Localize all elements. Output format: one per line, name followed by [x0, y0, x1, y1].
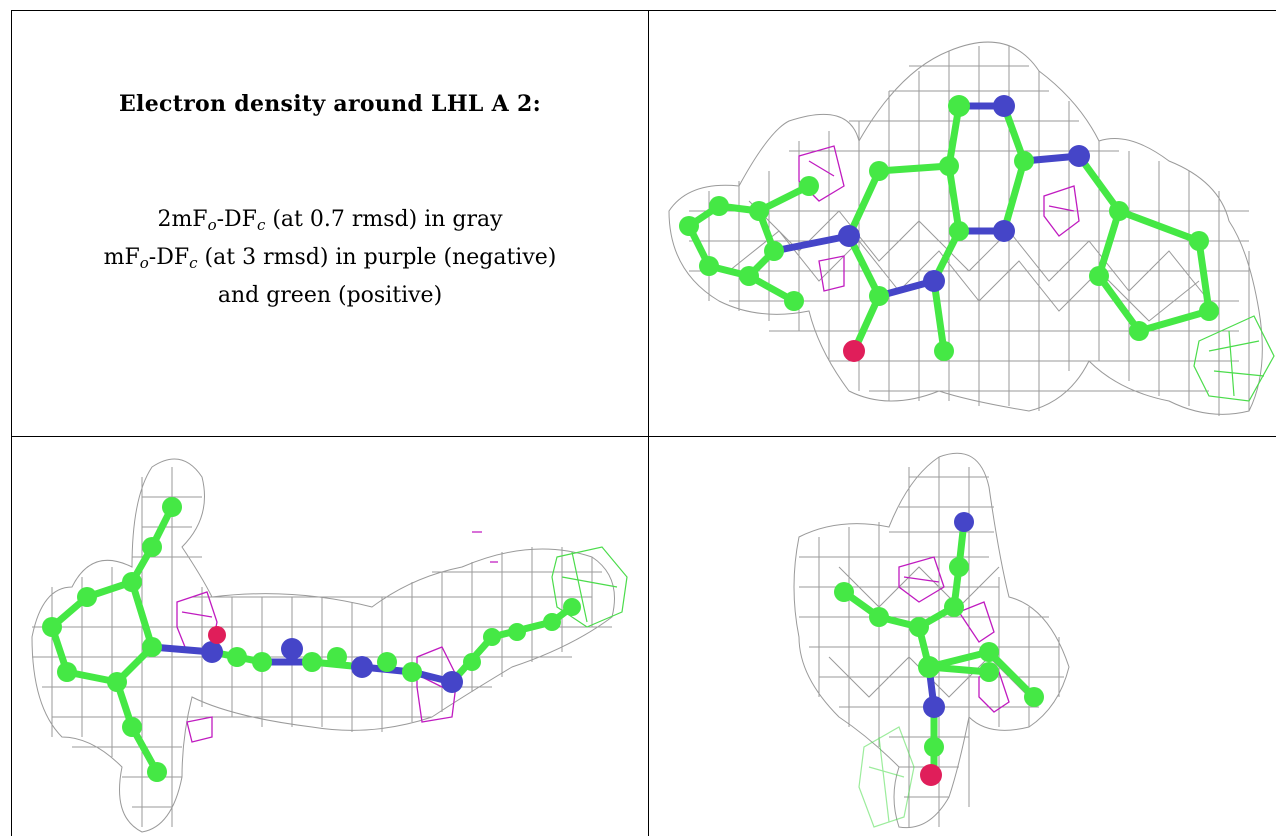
caption-title: Electron density around LHL A 2:	[118, 91, 541, 117]
table-border-left	[11, 10, 12, 836]
caption-line-mfo: mFo-DFc (at 3 rmsd) in purple (negative)	[103, 245, 557, 272]
density-render-top-right	[668, 41, 1275, 416]
purple-negative-density	[798, 145, 1080, 292]
caption-line-2mfo: 2mFo-DFc (at 0.7 rmsd) in gray	[157, 207, 503, 234]
atoms	[834, 512, 1044, 786]
density-render-bottom-left	[31, 458, 628, 833]
table-divider-horizontal	[11, 436, 1276, 437]
view-top-right	[649, 11, 1276, 436]
caption-cell: Electron density around LHL A 2: 2mFo-DF…	[12, 11, 648, 436]
gray-density-mesh	[31, 458, 615, 833]
table-divider-vertical	[648, 10, 649, 836]
atoms	[42, 497, 581, 782]
density-render-bottom-right	[793, 452, 1070, 829]
table-border-top	[11, 10, 1276, 11]
green-positive-density	[1193, 315, 1275, 402]
caption-body: 2mFo-DFc (at 0.7 rmsd) in gray mFo-DFc (…	[12, 201, 648, 315]
green-positive-density	[858, 726, 915, 828]
view-bottom-left	[12, 437, 648, 836]
caption-line-positive: and green (positive)	[217, 283, 443, 308]
green-positive-density	[551, 546, 628, 628]
view-bottom-right	[649, 437, 1276, 836]
atoms	[679, 95, 1219, 362]
